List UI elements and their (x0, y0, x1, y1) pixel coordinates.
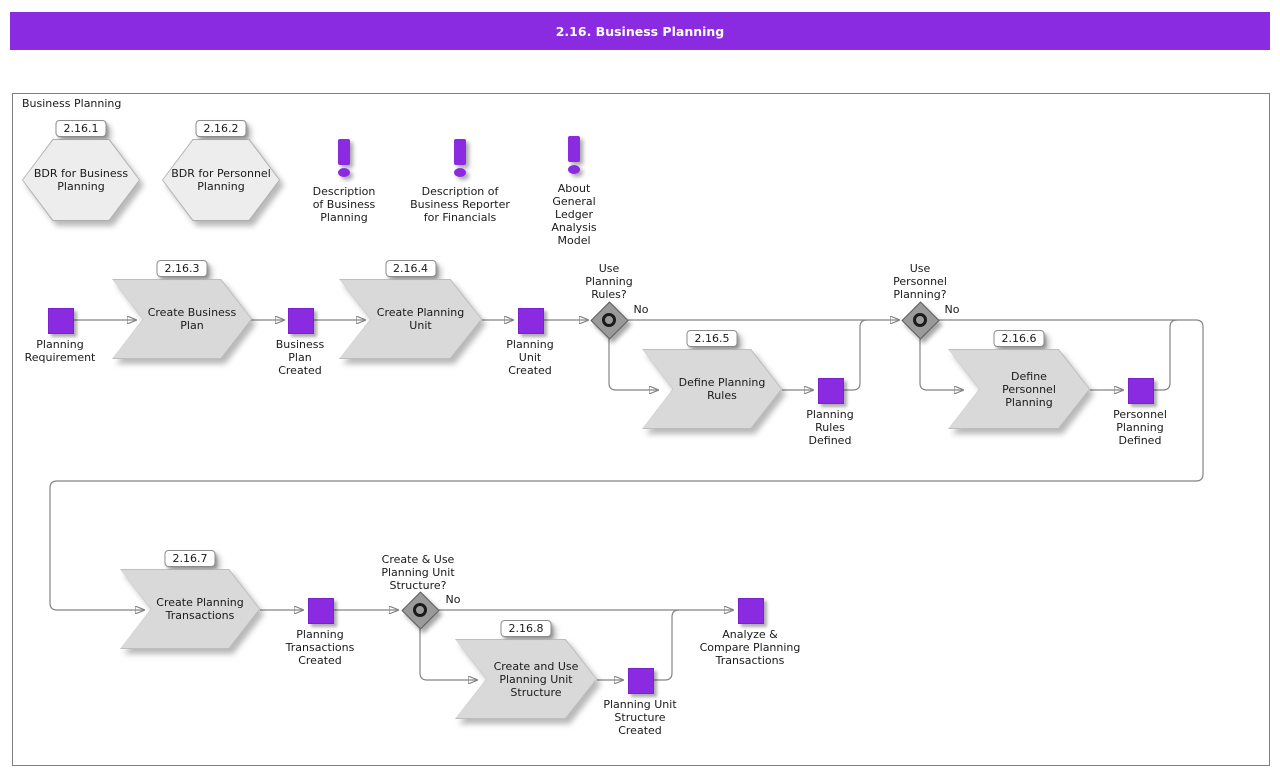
gateway-ring-icon (913, 313, 927, 327)
gateway-use-personnel-planning (901, 301, 940, 340)
exclamation-dot (568, 165, 580, 174)
tag-2-16-7[interactable]: 2.16.7 (164, 550, 216, 567)
exclamation-bar (568, 136, 580, 162)
exclamation-bar (338, 139, 350, 165)
event-planning-unit-structure-created (628, 668, 654, 694)
task-create-business-plan[interactable]: Create Business Plan 2.16.3 (112, 260, 252, 359)
connector (919, 338, 963, 390)
event-label: Business Plan Created (275, 338, 325, 377)
gateway-use-planning-rules (590, 301, 629, 340)
event-label: Analyze & Compare Planning Transactions (699, 628, 801, 667)
gateway-ring-icon (413, 603, 427, 617)
tag-2-16-3[interactable]: 2.16.3 (156, 260, 208, 277)
connector (842, 319, 868, 391)
connector (1152, 319, 1178, 391)
hexagon-bdr-business-planning[interactable]: BDR for Business Planning 2.16.1 (22, 120, 140, 221)
event-planning-transactions-created (308, 598, 334, 624)
exclamation-bar (454, 139, 466, 165)
event-label: Planning Unit Structure Created (603, 698, 677, 737)
task-define-planning-rules[interactable]: Define Planning Rules 2.16.5 (642, 330, 782, 429)
task-create-planning-transactions[interactable]: Create Planning Transactions 2.16.7 (120, 550, 260, 649)
note-label-business-reporter: Description of Business Reporter for Fin… (410, 185, 510, 224)
gateway-question: Use Planning Rules? (585, 262, 633, 301)
exclamation-icon[interactable] (338, 139, 350, 177)
connector (608, 338, 658, 390)
event-label: Planning Transactions Created (285, 628, 355, 667)
gateway-question: Use Personnel Planning? (893, 262, 947, 301)
tag-2-16-2[interactable]: 2.16.2 (195, 120, 247, 137)
gateway-create-use-planning-unit-structure (401, 591, 440, 630)
exclamation-icon[interactable] (568, 136, 580, 174)
frame-label: Business Planning (22, 97, 122, 110)
event-planning-requirement (48, 308, 74, 334)
note-label-description-business-planning: Description of Business Planning (312, 185, 376, 224)
hexagon-label: BDR for Personnel Planning (163, 140, 279, 220)
page-title: 2.16. Business Planning (555, 23, 725, 39)
task-create-planning-unit[interactable]: Create Planning Unit 2.16.4 (339, 260, 482, 359)
task-label: Create Planning Unit (340, 280, 481, 358)
hexagon-label: BDR for Business Planning (23, 140, 139, 220)
hexagon-bdr-personnel-planning[interactable]: BDR for Personnel Planning 2.16.2 (162, 120, 280, 221)
branch-label-no: No (633, 303, 649, 316)
event-label: Planning Unit Created (506, 338, 554, 377)
exclamation-icon[interactable] (454, 139, 466, 177)
event-label: Personnel Planning Defined (1113, 408, 1167, 447)
event-business-plan-created (288, 308, 314, 334)
event-label: Planning Rules Defined (806, 408, 854, 447)
tag-2-16-1[interactable]: 2.16.1 (55, 120, 107, 137)
event-label: Planning Requirement (24, 338, 96, 364)
event-analyze-compare-planning-transactions (738, 598, 764, 624)
branch-label-no: No (445, 593, 461, 606)
tag-2-16-8[interactable]: 2.16.8 (500, 620, 552, 637)
branch-label-no: No (944, 303, 960, 316)
connector (652, 609, 680, 681)
exclamation-dot (338, 168, 350, 177)
title-bar: 2.16. Business Planning (10, 12, 1270, 50)
tag-2-16-5[interactable]: 2.16.5 (686, 330, 738, 347)
exclamation-dot (454, 168, 466, 177)
event-planning-rules-defined (818, 378, 844, 404)
connector (419, 628, 477, 680)
tag-2-16-6[interactable]: 2.16.6 (993, 330, 1045, 347)
connector (49, 319, 1204, 610)
gateway-ring-icon (602, 313, 616, 327)
task-define-personnel-planning[interactable]: Define Personnel Planning 2.16.6 (948, 330, 1090, 429)
gateway-question: Create & Use Planning Unit Structure? (381, 553, 455, 592)
note-label-general-ledger: About General Ledger Analysis Model (551, 182, 597, 247)
event-personnel-planning-defined (1128, 378, 1154, 404)
tag-2-16-4[interactable]: 2.16.4 (385, 260, 436, 277)
event-planning-unit-created (518, 308, 544, 334)
task-create-use-planning-unit-structure[interactable]: Create and Use Planning Unit Structure 2… (455, 620, 597, 719)
